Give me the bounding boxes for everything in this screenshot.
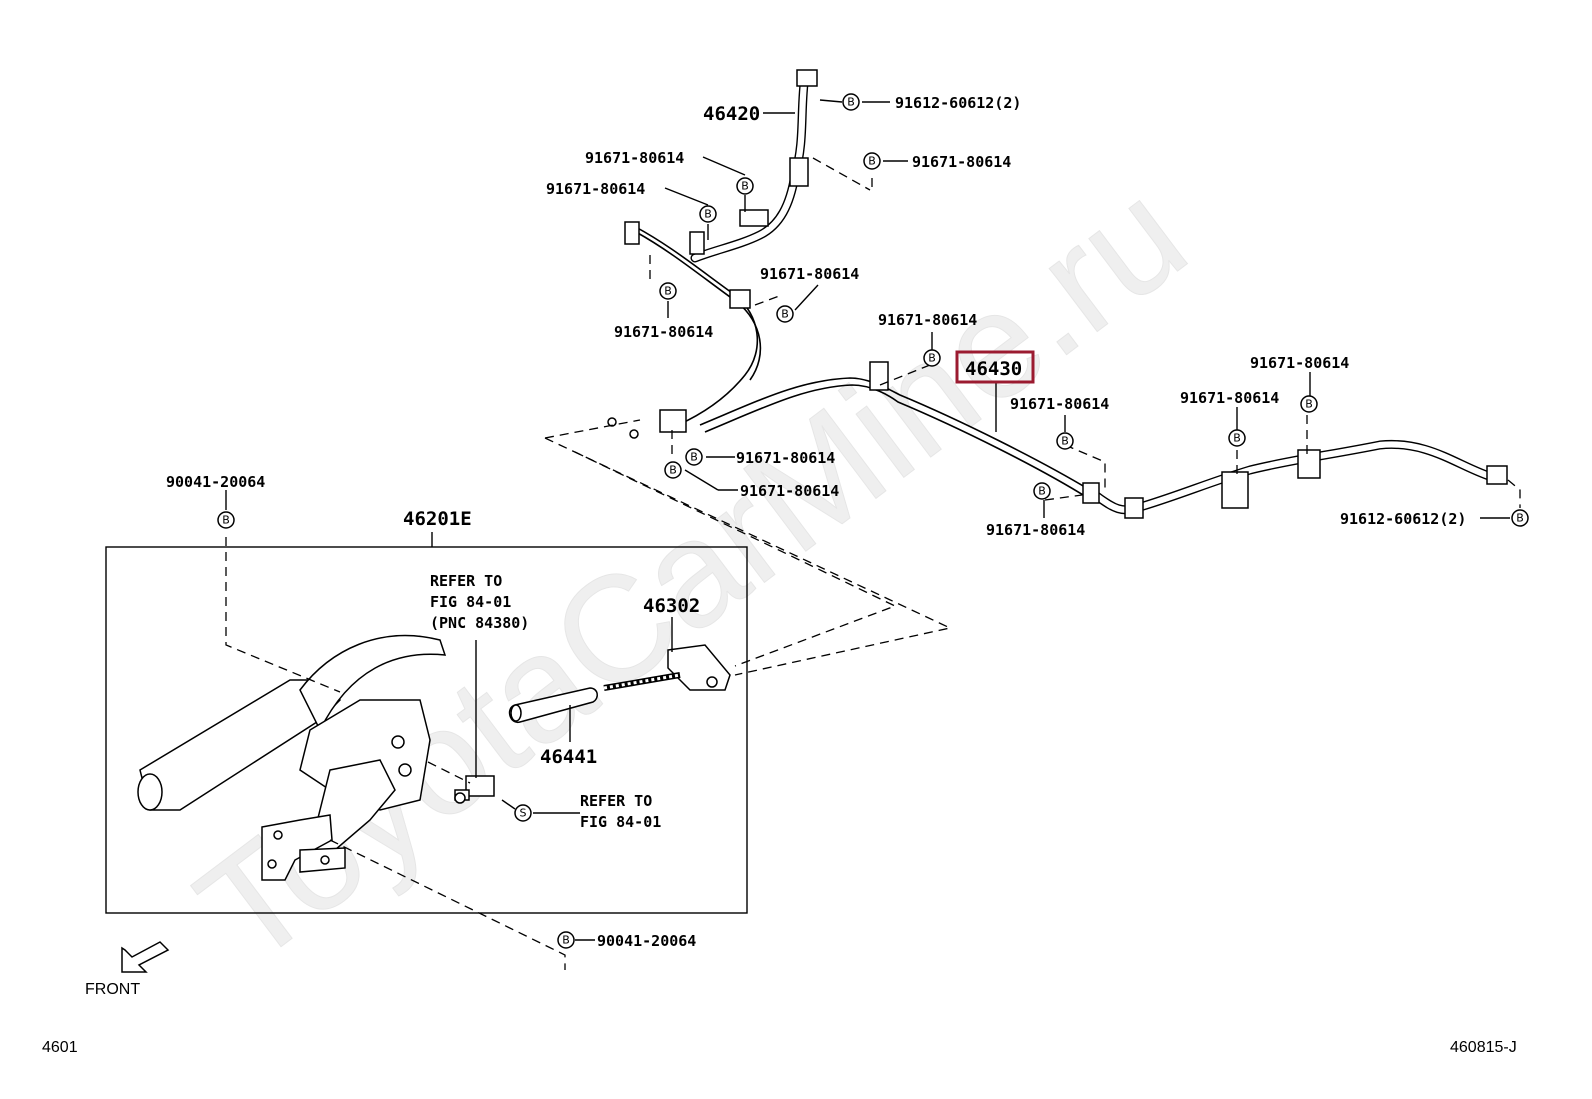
svg-text:B: B [1061,435,1069,448]
part-number-91671[interactable]: 91671-80614 [878,311,977,329]
svg-text:B: B [1305,398,1313,411]
part-number-90041[interactable]: 90041-20064 [166,473,265,491]
part-number-91671[interactable]: 91671-80614 [1180,389,1279,407]
part-number-91671[interactable]: 91671-80614 [1010,395,1109,413]
refer-note-line: REFER TO [580,792,652,810]
callout-labels: 46420 91612-60612(2) 91671-80614 91671-8… [166,94,1466,950]
symbol-b[interactable]: B [1228,429,1246,447]
equalizer-46302[interactable] [603,644,731,691]
part-number-91671[interactable]: 91671-80614 [912,153,1011,171]
refer-note-line: (PNC 84380) [430,614,529,632]
svg-text:B: B [704,208,712,221]
part-number-91671[interactable]: 91671-80614 [546,180,645,198]
symbol-b[interactable]: B [1300,395,1318,413]
part-number-91671[interactable]: 91671-80614 [736,449,835,467]
parking-brake-lever[interactable] [137,634,447,881]
svg-text:B: B [562,934,570,947]
svg-text:B: B [781,308,789,321]
front-indicator: FRONT [85,941,170,998]
switch-clip[interactable] [454,775,495,804]
svg-text:B: B [669,464,677,477]
assembly-box-46201e [105,546,748,914]
symbol-b[interactable]: B [664,461,682,479]
reference-lines [225,157,1521,970]
boot-46441[interactable] [508,687,598,724]
cable-46420[interactable] [624,69,818,426]
page-code: 4601 [42,1039,78,1056]
svg-text:B: B [222,514,230,527]
part-number-46430[interactable]: 46430 [965,358,1022,380]
refer-note-line: FIG 84-01 [430,593,511,611]
bolt-symbols: B B B B B B B B B B B B B B B B S [217,93,1529,949]
symbol-b[interactable]: B [1033,482,1051,500]
symbol-b[interactable]: B [685,448,703,466]
symbol-b[interactable]: B [776,305,794,323]
symbol-b[interactable]: B [1056,432,1074,450]
refer-note-line: FIG 84-01 [580,813,661,831]
symbol-s[interactable]: S [514,804,532,822]
svg-text:B: B [664,285,672,298]
part-number-46441[interactable]: 46441 [540,746,597,768]
symbol-b[interactable]: B [557,931,575,949]
svg-text:B: B [741,180,749,193]
symbol-b[interactable]: B [699,205,717,223]
part-number-91671[interactable]: 91671-80614 [760,265,859,283]
symbol-b[interactable]: B [923,349,941,367]
leader-lines [225,99,1510,941]
front-label: FRONT [85,981,140,998]
svg-text:B: B [868,155,876,168]
svg-text:B: B [1038,485,1046,498]
part-number-46302[interactable]: 46302 [643,595,700,617]
figure-code: 460815-J [1450,1039,1517,1056]
part-number-91671[interactable]: 91671-80614 [614,323,713,341]
svg-text:B: B [690,451,698,464]
part-number-46201e[interactable]: 46201E [403,508,472,530]
symbol-b[interactable]: B [863,152,881,170]
part-number-91671[interactable]: 91671-80614 [585,149,684,167]
cable-46430[interactable] [607,361,1508,519]
svg-text:B: B [1516,512,1524,525]
part-number-91671[interactable]: 91671-80614 [986,521,1085,539]
symbol-b[interactable]: B [842,93,860,111]
part-number-91671[interactable]: 91671-80614 [1250,354,1349,372]
svg-text:S: S [520,807,527,820]
symbol-b[interactable]: B [736,177,754,195]
symbol-b[interactable]: B [1511,509,1529,527]
symbol-b[interactable]: B [659,282,677,300]
svg-text:B: B [928,352,936,365]
part-number-46420[interactable]: 46420 [703,103,760,125]
refer-note-line: REFER TO [430,572,502,590]
highlight-box-46430 [955,350,1035,384]
front-arrow-icon [121,941,170,973]
part-number-91671[interactable]: 91671-80614 [740,482,839,500]
part-number-91612[interactable]: 91612-60612(2) [1340,510,1466,528]
part-number-90041[interactable]: 90041-20064 [597,932,696,950]
svg-text:B: B [1233,432,1241,445]
symbol-b[interactable]: B [217,511,235,529]
svg-text:B: B [847,96,855,109]
part-number-91612[interactable]: 91612-60612(2) [895,94,1021,112]
